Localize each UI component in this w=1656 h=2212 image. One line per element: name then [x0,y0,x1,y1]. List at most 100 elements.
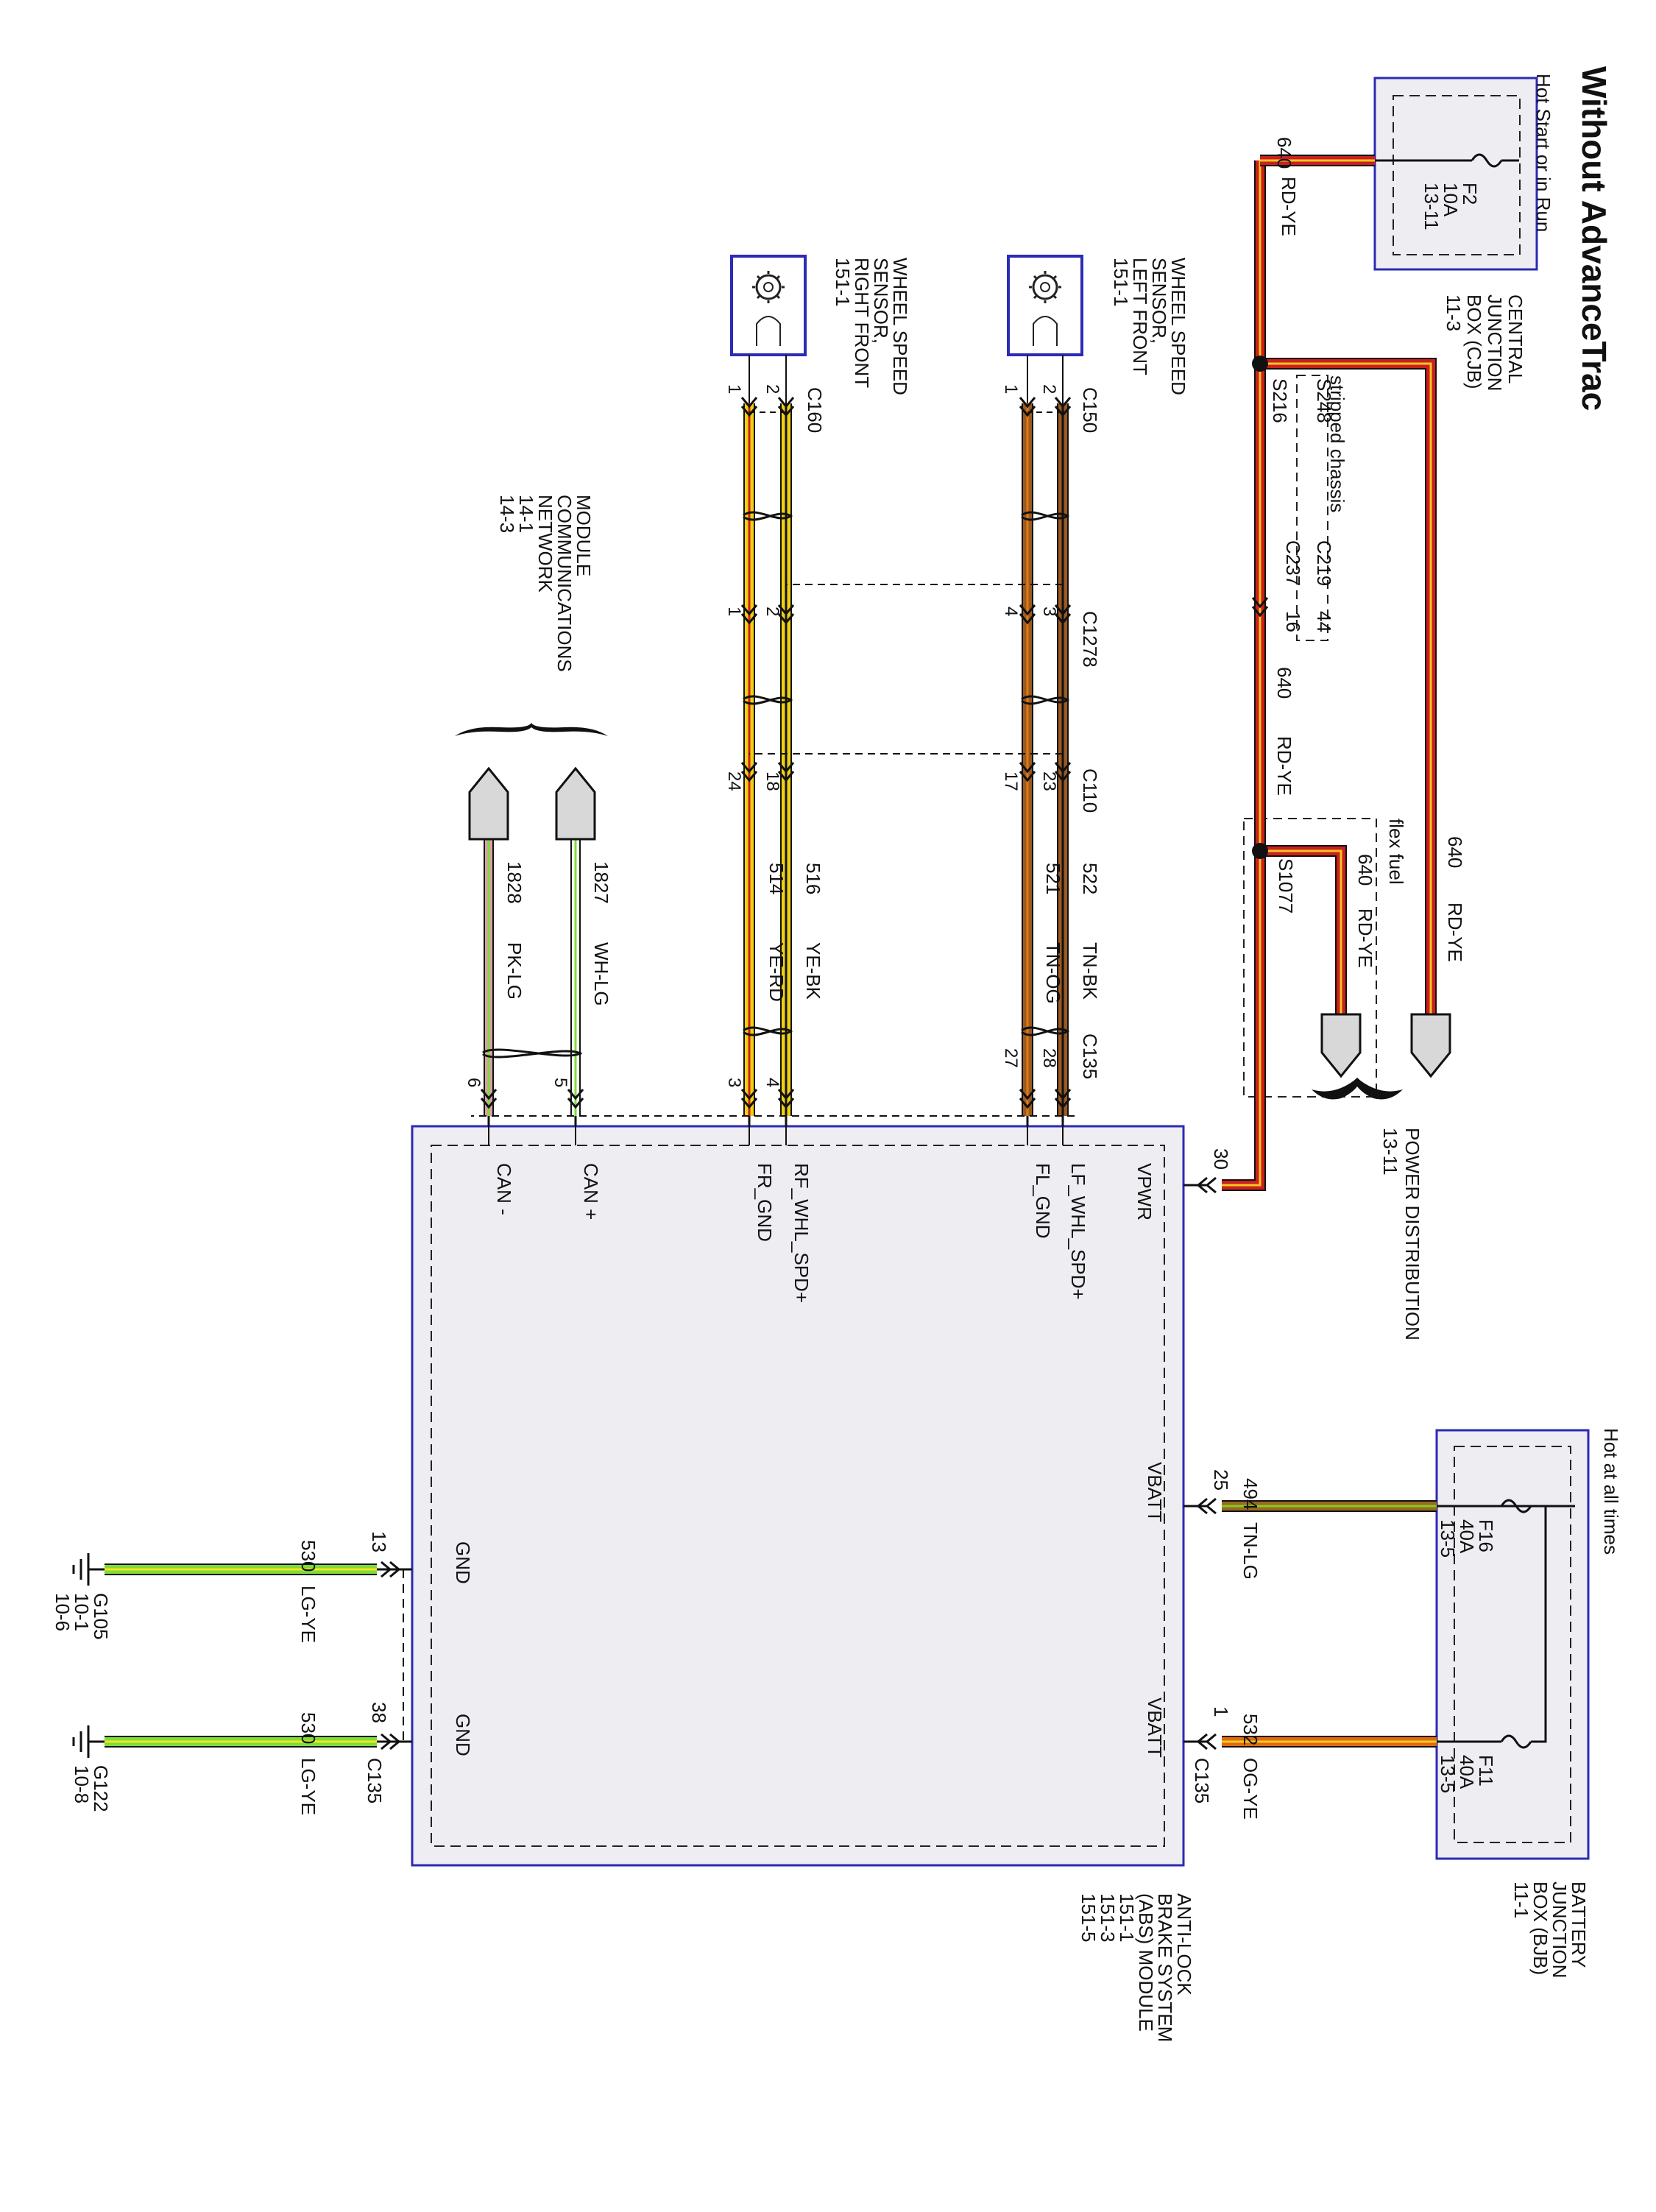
abs-name-1: ANTI-LOCK [1173,1893,1195,1996]
abs-pinnum-vbatt-a: 25 [1210,1469,1232,1491]
ground-g105-icon [72,1553,105,1586]
cjb-condition: Hot Start or in Run [1532,74,1554,232]
abs-module-box [411,1125,1185,1867]
w640-color-mid: RD-YE [1273,736,1295,796]
abs-pin-vpwr: VPWR [1133,1163,1156,1220]
w1827-circuit: 1827 [590,861,612,904]
w640-color-top: RD-YE [1278,177,1300,236]
abs-module-inner [431,1145,1165,1847]
twist-lf-2 [1021,1026,1069,1036]
c150-label: C150 [1079,387,1101,433]
abs-pin-gnd-a: GND [452,1541,474,1584]
c1278-pin-b: 3 [1039,607,1059,616]
abs-pin-can-m: CAN - [493,1163,515,1215]
w640-circuit-mid: 640 [1273,667,1295,699]
chevron-1-2 [777,604,795,625]
bjb-name-1: BATTERY [1568,1881,1590,1968]
g105-name: G105 [90,1593,112,1640]
fuse-f16-icon [1500,1499,1532,1513]
c237-pin: 16 [1282,611,1304,632]
abs-pin-fl-gnd: FL_GND [1032,1163,1054,1239]
w640-color-right: RD-YE [1444,902,1466,962]
w640-circuit-flex: 640 [1354,854,1376,886]
c110-pin-b: 23 [1039,771,1059,791]
w516-color: YE-BK [802,942,824,1000]
abs-name-6: 151-5 [1078,1893,1100,1943]
chevron-0-2 [777,397,795,417]
bjb-inner [1454,1446,1571,1843]
w530-color-b: LG-YE [297,1758,319,1815]
lf-name-1: WHEEL SPEED [1167,258,1189,395]
chevron-1-1 [1019,604,1036,625]
w522-color: TN-BK [1079,942,1101,1000]
chevron-c135-3 [740,1089,758,1109]
bjb-name-2: JUNCTION [1549,1881,1571,1978]
cjb-name-2: JUNCTION [1484,294,1506,391]
twist-rf-1 [743,695,793,705]
c1278-label: C1278 [1079,611,1101,668]
pd-name: POWER DISTRIBUTION [1401,1128,1423,1340]
w514-color: YE-RD [765,942,788,1002]
g122-ref-1: 10-8 [71,1765,93,1803]
chevron-c135-0 [1054,1089,1072,1109]
bjb-condition: Hot at all times [1600,1428,1622,1555]
mcn-1: MODULE [573,495,595,576]
abs-pin-stubs [488,1126,1064,1145]
w640-color-flex: RD-YE [1354,908,1376,968]
w522-circuit: 522 [1079,863,1101,894]
lf-name-4: 151-1 [1110,258,1132,307]
w514-circuit: 514 [765,863,788,894]
fuse-f16-ref: 13-5 [1437,1519,1459,1558]
chevron-0-0 [1054,397,1072,417]
abs-name-2: BRAKE SYSTEM [1154,1893,1176,2042]
abs-pinnum-vpwr: 30 [1210,1148,1232,1170]
fuse-f11-icon [1500,1734,1532,1749]
c135-top-label: C135 [1079,1033,1101,1079]
w530-circuit-a: 530 [297,1540,319,1572]
ground-leads [377,1568,412,1743]
flex-label: flex fuel [1385,819,1407,885]
twist-lf-0 [1021,511,1069,521]
rf-name-4: 151-1 [832,258,854,307]
pd-connector-icons [1312,1013,1451,1100]
wire-640-main [1222,160,1266,1191]
cjb-name-3: BOX (CJB) [1463,294,1485,389]
mcn-2: COMMUNICATIONS [553,495,576,672]
w1828-circuit: 1828 [503,861,526,904]
chevron-c219 [1251,597,1269,618]
fuse-f2-amp: 10A [1440,183,1462,217]
fuse-f2-ref: 13-11 [1420,183,1443,230]
stripped-chassis-box [1296,375,1328,641]
fuse-f11-amp: 40A [1456,1755,1478,1789]
w1828-color: PK-LG [503,942,526,1000]
chevron-gnd-a [381,1561,401,1578]
abs-name-5: 151-3 [1097,1893,1119,1943]
fuse-f2-icon [1471,153,1503,168]
c237-label: C237 [1282,540,1304,586]
wheel-sensor-rf-icon [730,255,807,403]
w640-circuit-right: 640 [1444,836,1466,868]
w532-circuit: 532 [1239,1714,1262,1745]
c219-label: C219 [1313,540,1335,586]
rf-name-2: SENSOR, [870,258,892,344]
cjb-name-1: CENTRAL [1504,294,1526,384]
c1278-pin-d: 1 [724,607,744,616]
splice-s1077-dot [1252,843,1268,859]
c135-pin-4: 4 [762,1078,782,1087]
c110-pin-a: 17 [1001,771,1021,791]
bjb-box [1435,1429,1590,1860]
rf-pin2: 2 [762,384,782,394]
g105-ref-2: 10-6 [52,1593,74,1631]
c1278-pin-a: 4 [1001,607,1021,616]
c135-pin-27: 27 [1001,1048,1021,1068]
chevron-1-3 [740,604,758,625]
w494-circuit: 494 [1239,1478,1262,1510]
c160-label: C160 [804,387,826,433]
chevron-c135-1 [1019,1089,1036,1109]
w640-circuit-top: 640 [1273,137,1295,169]
rf-name-3: RIGHT FRONT [851,258,873,388]
chevron-2-3 [740,762,758,782]
stripped-label: stripped chassis [1326,375,1348,512]
twist-can [482,1048,582,1059]
